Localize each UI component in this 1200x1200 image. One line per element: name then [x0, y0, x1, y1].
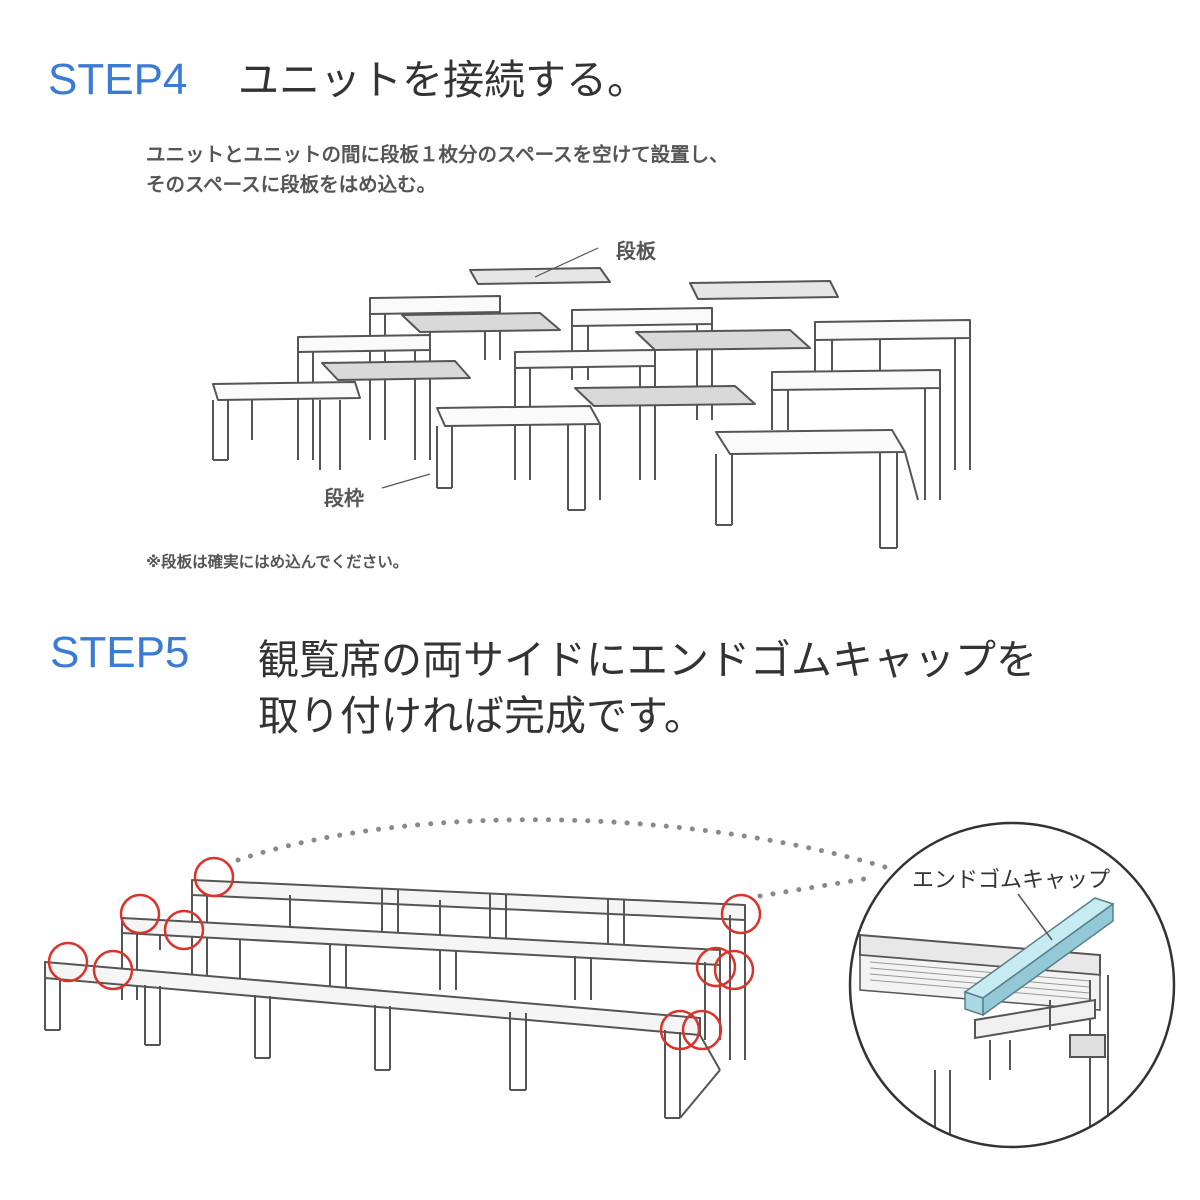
front-board-1 [321, 360, 471, 381]
step4-instruction: ユニットとユニットの間に段板１枚分のスペースを空けて設置し、 そのスペースに段板… [146, 140, 729, 200]
dotted-arc [235, 817, 898, 873]
unit-middle-center [514, 349, 656, 480]
marker-circle [695, 946, 737, 988]
tier-front [44, 961, 721, 1119]
callout-frame: 段枠 [324, 486, 364, 510]
instruction-line-1: ユニットとユニットの間に段板１枚分のスペースを空けて設置し、 [146, 143, 729, 166]
marker-circle [681, 1009, 723, 1051]
leader-board [534, 247, 599, 278]
marker-circle [720, 893, 762, 935]
unit-front-left [212, 381, 361, 470]
marker-circle [119, 893, 161, 935]
instruction-line-2: そのスペースに段板をはめ込む。 [146, 173, 437, 196]
step4-label: STEP4 [48, 55, 188, 104]
front-board-2 [574, 385, 756, 407]
unit-front-center [436, 405, 601, 511]
tier-top [191, 879, 746, 1060]
marker-circle [713, 949, 755, 991]
middle-board-2 [635, 329, 811, 351]
unit-front-right [715, 429, 919, 549]
marker-circle [92, 949, 134, 991]
middle-board-1 [401, 312, 561, 333]
marker-circle [47, 941, 89, 983]
leader-cap [1017, 893, 1053, 941]
tier-middle [121, 917, 721, 1040]
loose-board-1 [469, 267, 611, 285]
unit-middle-right [771, 369, 941, 500]
marker-circle [193, 856, 235, 898]
step5-title-line-2: 取り付ければ完成です。 [258, 692, 705, 740]
step5-label: STEP5 [50, 628, 190, 677]
callout-board: 段板 [616, 239, 656, 263]
marker-circle [163, 909, 205, 951]
leader-frame [381, 473, 431, 489]
zoom-circle-outline [848, 821, 1176, 1149]
step5-title-line-1: 観覧席の両サイドにエンドゴムキャップを [258, 636, 1037, 684]
zoom-detail [850, 823, 1174, 1147]
step4-title: ユニットを接続する。 [238, 56, 648, 104]
callout-end-cap: エンドゴムキャップ [912, 868, 1111, 893]
dotted-link [757, 875, 873, 899]
marker-circle [659, 1009, 701, 1051]
step5-title: 観覧席の両サイドにエンドゴムキャップを 取り付ければ完成です。 [258, 632, 1037, 744]
step4-note: ※段板は確実にはめ込んでください。 [146, 553, 409, 571]
loose-board-2 [689, 280, 839, 300]
